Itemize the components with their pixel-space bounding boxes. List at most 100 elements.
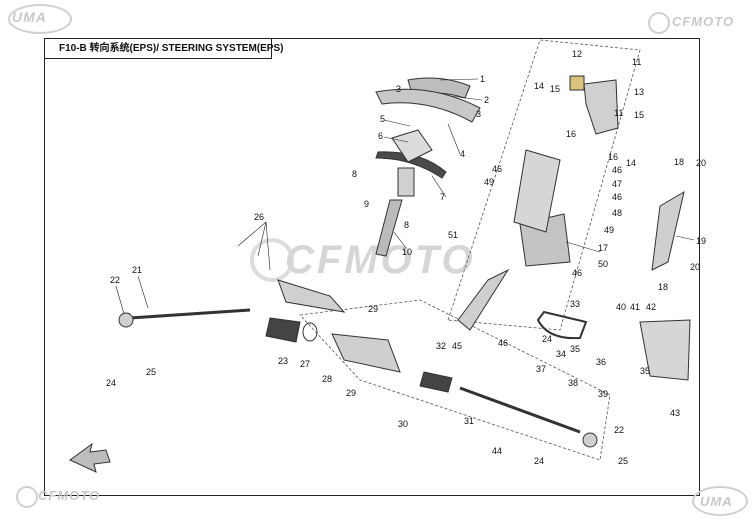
callout-13: 13 bbox=[634, 87, 644, 97]
callout-8a: 8 bbox=[352, 169, 357, 179]
leader-lines bbox=[115, 78, 695, 315]
callout-29b: 29 bbox=[346, 388, 356, 398]
callout-22a: 22 bbox=[110, 275, 120, 285]
page-title: F10-B 转向系统(EPS)/ STEERING SYSTEM(EPS) bbox=[44, 38, 283, 59]
callout-26: 26 bbox=[254, 212, 264, 222]
callout-33: 33 bbox=[570, 299, 580, 309]
callout-1: 1 bbox=[480, 74, 485, 84]
callout-48: 48 bbox=[612, 208, 622, 218]
callout-8b: 8 bbox=[404, 220, 409, 230]
cfmoto-logo-icon-top-right bbox=[648, 12, 670, 34]
brand-uma-top-left: UMA bbox=[12, 9, 47, 25]
eps-column-group bbox=[457, 75, 685, 331]
callout-15a: 15 bbox=[550, 84, 560, 94]
column-upper-tube bbox=[397, 167, 415, 197]
callout-15b: 15 bbox=[634, 110, 644, 120]
assembly-dash-outlines bbox=[299, 39, 641, 461]
callout-19: 19 bbox=[696, 236, 706, 246]
callout-16a: 16 bbox=[566, 129, 576, 139]
callout-16b: 16 bbox=[608, 152, 618, 162]
callout-4: 4 bbox=[460, 149, 465, 159]
callout-35b: 35 bbox=[640, 366, 650, 376]
callout-18a: 18 bbox=[674, 157, 684, 167]
column-dash-outline bbox=[447, 39, 641, 331]
callout-11b: 11 bbox=[614, 108, 623, 118]
tie-rod-end-22-left bbox=[118, 312, 134, 328]
boot-23 bbox=[265, 317, 301, 343]
callout-45: 45 bbox=[452, 341, 462, 351]
callout-39: 39 bbox=[598, 389, 608, 399]
callout-46e: 46 bbox=[498, 338, 508, 348]
uma-logo-bottom-right bbox=[692, 486, 748, 516]
callout-labels: 1 2 3 3 4 5 6 7 8 8 9 10 11 11 12 13 14 … bbox=[106, 49, 706, 466]
callout-24b: 24 bbox=[542, 334, 552, 344]
callout-49b: 49 bbox=[604, 225, 614, 235]
callout-25b: 25 bbox=[618, 456, 628, 466]
callout-12: 12 bbox=[572, 49, 582, 59]
cfmoto-logo-icon-bottom-left bbox=[16, 486, 38, 508]
wheel-rim bbox=[375, 88, 481, 123]
callout-18b: 18 bbox=[658, 282, 668, 292]
tie-rod-end-22-right bbox=[582, 432, 598, 448]
callout-49a: 49 bbox=[484, 177, 494, 187]
tie-rod-44 bbox=[459, 386, 581, 434]
callout-38: 38 bbox=[568, 378, 578, 388]
diagram-frame bbox=[44, 38, 700, 496]
callout-36: 36 bbox=[596, 357, 606, 367]
callout-17: 17 bbox=[598, 243, 608, 253]
callout-28: 28 bbox=[322, 374, 332, 384]
callout-46a: 46 bbox=[492, 164, 502, 174]
callout-31: 31 bbox=[464, 416, 474, 426]
watermark-logo-icon bbox=[250, 238, 294, 282]
callout-11a: 11 bbox=[632, 57, 641, 67]
callout-50: 50 bbox=[598, 259, 608, 269]
callout-35a: 35 bbox=[570, 344, 580, 354]
callout-27: 27 bbox=[300, 359, 310, 369]
tilt-bracket bbox=[583, 79, 619, 135]
callout-34: 34 bbox=[556, 349, 566, 359]
callout-14b: 14 bbox=[626, 158, 636, 168]
callout-21: 21 bbox=[132, 265, 142, 275]
mount-plate-43 bbox=[639, 319, 691, 381]
steering-rack-group bbox=[118, 279, 691, 448]
callout-29a: 29 bbox=[368, 304, 378, 314]
boot-45 bbox=[419, 371, 453, 393]
brand-cfmoto-bottom-left: CFMOTO bbox=[38, 488, 101, 503]
callout-32: 32 bbox=[436, 341, 446, 351]
callout-20a: 20 bbox=[696, 158, 706, 168]
callout-5: 5 bbox=[380, 114, 385, 124]
steering-shaft-10 bbox=[375, 199, 403, 257]
rack-dash-outline bbox=[299, 299, 611, 461]
callout-24a: 24 bbox=[106, 378, 116, 388]
callout-22b: 22 bbox=[614, 425, 624, 435]
tie-rod-21 bbox=[129, 308, 251, 320]
brand-cfmoto-top-right: CFMOTO bbox=[672, 14, 735, 29]
callout-44: 44 bbox=[492, 446, 502, 456]
callout-7: 7 bbox=[440, 192, 445, 202]
callout-20b: 20 bbox=[690, 262, 700, 272]
steering-boss bbox=[391, 129, 433, 163]
callout-51: 51 bbox=[448, 230, 458, 240]
steering-wheel-group bbox=[375, 77, 481, 257]
front-direction-arrow-icon bbox=[69, 442, 111, 473]
steering-damper-19 bbox=[651, 190, 685, 271]
callout-14a: 14 bbox=[534, 81, 544, 91]
hose-33 bbox=[536, 310, 588, 340]
callout-41: 41 bbox=[630, 302, 640, 312]
brand-uma-bottom-right: UMA bbox=[700, 494, 733, 509]
callout-6: 6 bbox=[378, 131, 383, 141]
callout-42: 42 bbox=[646, 302, 656, 312]
callout-3b: 3 bbox=[476, 109, 481, 119]
callout-9: 9 bbox=[364, 199, 369, 209]
rack-housing-28 bbox=[331, 333, 401, 373]
callout-2: 2 bbox=[484, 95, 489, 105]
callout-3a: 3 bbox=[396, 84, 401, 94]
callout-47: 47 bbox=[612, 179, 622, 189]
callout-40: 40 bbox=[616, 302, 626, 312]
callout-25a: 25 bbox=[146, 367, 156, 377]
column-shaft bbox=[513, 149, 561, 233]
uma-logo-top-left bbox=[8, 4, 72, 34]
bushing-12 bbox=[569, 75, 585, 91]
callout-24c: 24 bbox=[534, 456, 544, 466]
